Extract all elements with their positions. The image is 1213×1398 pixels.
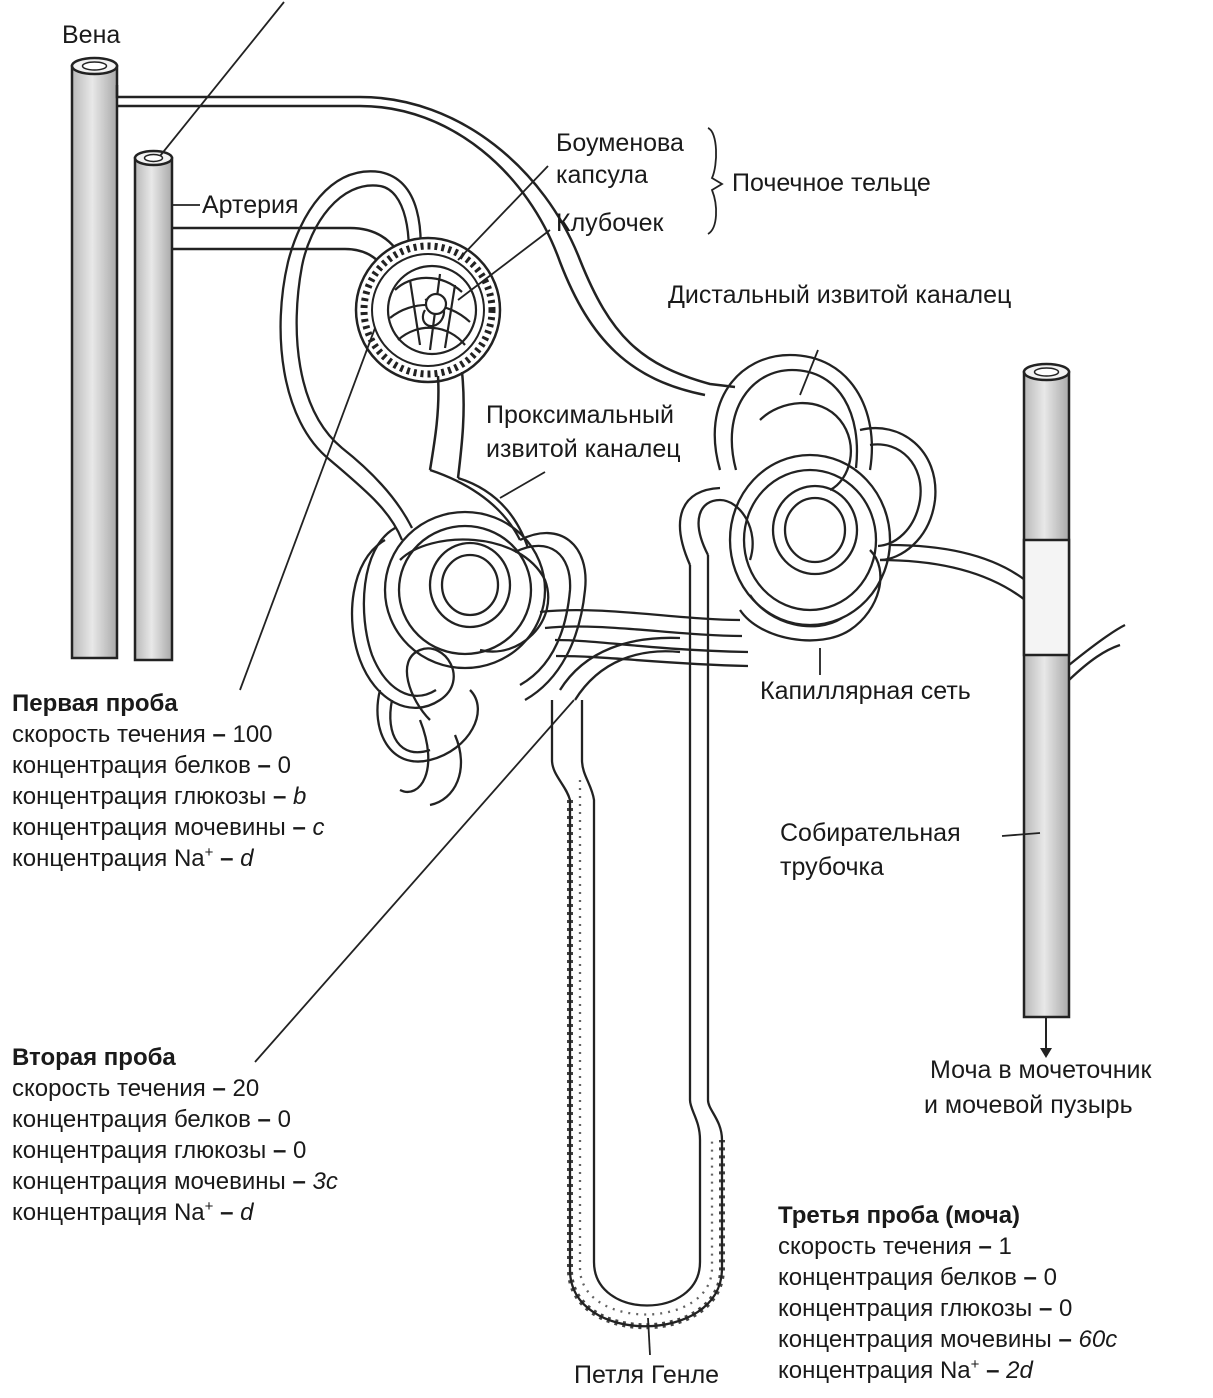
row-label: концентрация белков — [12, 1106, 251, 1133]
row-label: концентрация глюкозы — [778, 1295, 1032, 1322]
glomerulus-label: Клубочек — [556, 208, 663, 239]
capillary-network-label: Капиллярная сеть — [760, 676, 971, 707]
row-dash: – — [292, 814, 305, 841]
row-value: 0 — [1059, 1295, 1072, 1322]
artery-label: Артерия — [202, 190, 299, 221]
row-value: 0 — [278, 752, 291, 779]
proximal-tubule-label-line2: извитой каналец — [486, 434, 681, 465]
sample-row: концентрация Na+ – 2d — [778, 1355, 1117, 1386]
row-superscript: + — [971, 1356, 980, 1373]
sample-third-urine: Третья проба (моча) скорость течения – 1… — [778, 1200, 1117, 1386]
sample-row: концентрация глюкозы – b — [12, 781, 325, 812]
urine-label-line2: и мочевой пузырь — [924, 1090, 1133, 1121]
row-label: концентрация белков — [12, 752, 251, 779]
collecting-duct-label-line1: Собирательная — [780, 818, 961, 849]
artery-tube — [135, 151, 172, 660]
row-dash: – — [292, 1168, 305, 1195]
row-value: 2d — [1006, 1357, 1033, 1384]
row-label: концентрация мочевины — [12, 814, 286, 841]
row-dash: – — [273, 783, 286, 810]
proximal-tubule-neck — [430, 372, 464, 478]
row-value: d — [240, 845, 253, 872]
sample-row: концентрация глюкозы – 0 — [778, 1293, 1117, 1324]
proximal-tubule-label-line1: Проксимальный — [486, 400, 674, 431]
row-label: скорость течения — [12, 721, 206, 748]
row-value: 60c — [1079, 1326, 1118, 1353]
row-value: 100 — [232, 721, 272, 748]
row-dash: – — [258, 752, 271, 779]
row-label: концентрация глюкозы — [12, 1137, 266, 1164]
row-label: скорость течения — [778, 1233, 972, 1260]
row-value: 0 — [293, 1137, 306, 1164]
row-dash: – — [978, 1233, 991, 1260]
row-superscript: + — [205, 844, 214, 861]
row-label: концентрация белков — [778, 1264, 1017, 1291]
sample-row: концентрация глюкозы – 0 — [12, 1135, 338, 1166]
bowman-capsule-label-line1: Боуменова — [556, 128, 684, 159]
row-dash: – — [258, 1106, 271, 1133]
distal-convoluted-tubule — [680, 355, 1025, 640]
row-label: концентрация глюкозы — [12, 783, 266, 810]
row-label: скорость течения — [12, 1075, 206, 1102]
row-value: 1 — [998, 1233, 1011, 1260]
row-label: концентрация мочевины — [12, 1168, 286, 1195]
row-value: d — [240, 1199, 253, 1226]
distal-tubule-label: Дистальный извитой каналец — [668, 280, 1011, 311]
row-dash: – — [220, 1199, 233, 1226]
sample-row: концентрация белков – 0 — [778, 1262, 1117, 1293]
sample-row: концентрация белков – 0 — [12, 1104, 338, 1135]
row-value: 20 — [232, 1075, 259, 1102]
collecting-duct-label-line2: трубочка — [780, 852, 884, 883]
row-value: 3c — [313, 1168, 338, 1195]
row-dash: – — [273, 1137, 286, 1164]
row-label: концентрация Na — [12, 845, 205, 872]
row-value: 0 — [278, 1106, 291, 1133]
sample-row: концентрация Na+ – d — [12, 1197, 338, 1228]
row-dash: – — [212, 1075, 225, 1102]
row-value: b — [293, 783, 306, 810]
loop-of-henle-label: Петля Генле — [574, 1360, 719, 1391]
sample-row: скорость течения – 100 — [12, 719, 325, 750]
sample-title: Первая проба — [12, 688, 325, 719]
proximal-convoluted-tubule — [352, 470, 586, 805]
sample-row: концентрация Na+ – d — [12, 843, 325, 874]
row-value: 0 — [1044, 1264, 1057, 1291]
row-dash: – — [986, 1357, 999, 1384]
sample-title: Вторая проба — [12, 1042, 338, 1073]
sample-row: концентрация мочевины – 3c — [12, 1166, 338, 1197]
sample-row: концентрация белков – 0 — [12, 750, 325, 781]
row-superscript: + — [205, 1198, 214, 1215]
sample-title: Третья проба (моча) — [778, 1200, 1117, 1231]
row-dash: – — [1039, 1295, 1052, 1322]
row-label: концентрация Na — [12, 1199, 205, 1226]
collecting-duct — [1024, 364, 1125, 1058]
row-dash: – — [1024, 1264, 1037, 1291]
renal-body-label: Почечное тельце — [732, 168, 931, 199]
sample-row: скорость течения – 1 — [778, 1231, 1117, 1262]
urine-label-line1: Моча в мочеточник — [930, 1055, 1151, 1086]
capillary-bridge — [540, 610, 748, 700]
loop-of-henle — [552, 555, 722, 1326]
bowman-capsule-label-line2: капсула — [556, 160, 648, 191]
vein-tube — [72, 58, 117, 658]
vein-label: Вена — [62, 20, 120, 51]
sample-row: концентрация мочевины – 60c — [778, 1324, 1117, 1355]
sample-row: концентрация мочевины – c — [12, 812, 325, 843]
sample-row: скорость течения – 20 — [12, 1073, 338, 1104]
row-dash: – — [1058, 1326, 1071, 1353]
row-label: концентрация мочевины — [778, 1326, 1052, 1353]
row-dash: – — [220, 845, 233, 872]
row-value: c — [313, 814, 325, 841]
row-label: концентрация Na — [778, 1357, 971, 1384]
row-dash: – — [212, 721, 225, 748]
